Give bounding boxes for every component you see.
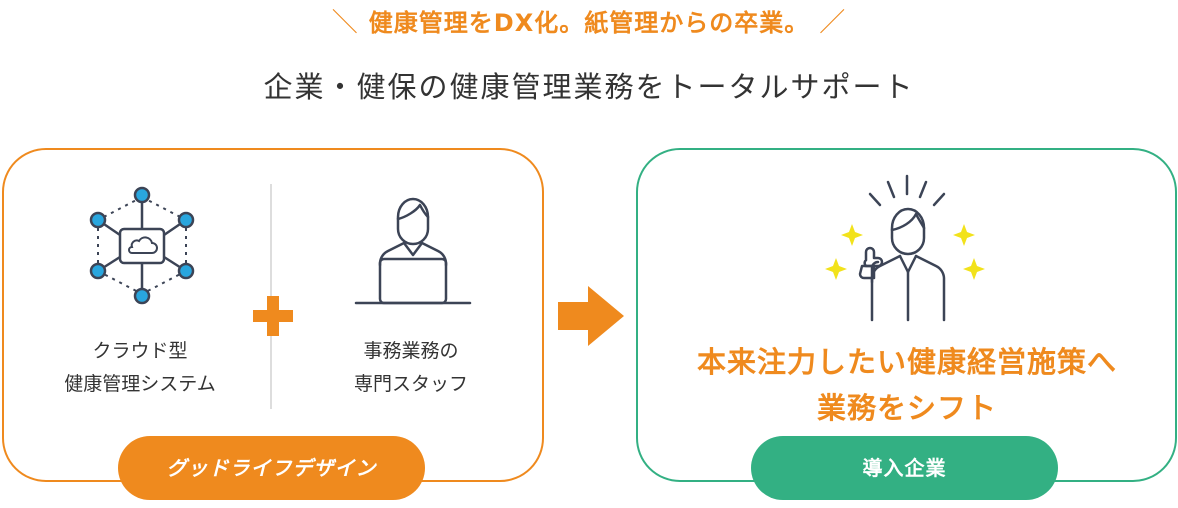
tagline-text: 健康管理をDX化。紙管理からの卒業。	[368, 9, 810, 37]
client-pill: 導入企業	[751, 436, 1058, 500]
system-label-line1: クラウド型	[92, 340, 188, 362]
tagline: ＼ 健康管理をDX化。紙管理からの卒業。 ／	[0, 2, 1178, 39]
system-label: クラウド型 健康管理システム	[40, 335, 240, 401]
result-line2: 業務をシフト	[816, 391, 997, 425]
thumbs-up-person-icon	[825, 174, 985, 322]
system-label-line2: 健康管理システム	[64, 373, 216, 395]
tagline-left-mark: ＼	[331, 8, 359, 38]
staff-at-laptop-icon	[354, 197, 472, 305]
result-text: 本来注力したい健康経営施策へ 業務をシフト	[640, 339, 1174, 431]
staff-label-line1: 事務業務の	[363, 340, 459, 362]
provider-pill: グッドライフデザイン	[118, 436, 425, 500]
tagline-right-mark: ／	[819, 8, 847, 38]
staff-label-line2: 専門スタッフ	[353, 373, 468, 395]
page-title: 企業・健保の健康管理業務をトータルサポート	[263, 70, 915, 104]
result-line1: 本来注力したい健康経営施策へ	[696, 345, 1117, 379]
plus-icon	[253, 296, 293, 336]
staff-label: 事務業務の 専門スタッフ	[316, 335, 506, 401]
cloud-network-icon	[89, 186, 195, 305]
arrow-right-icon	[558, 286, 624, 346]
